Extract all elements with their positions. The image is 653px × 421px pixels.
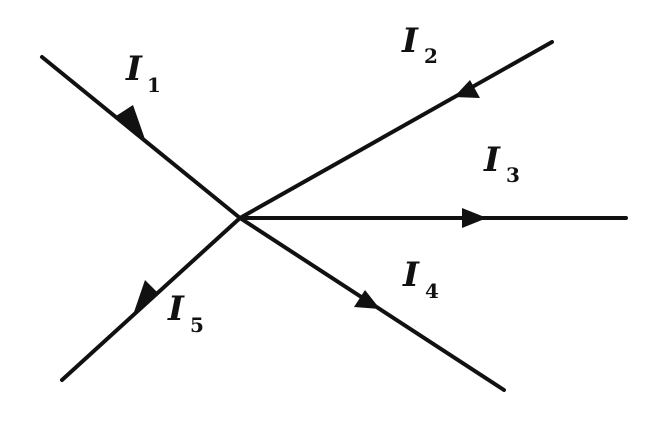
arrow-i3-icon bbox=[462, 208, 487, 228]
arrow-i2-icon bbox=[454, 80, 480, 98]
arrow-i5-icon bbox=[133, 280, 159, 315]
wire-i2 bbox=[238, 40, 554, 220]
arrow-i4-icon bbox=[354, 290, 380, 309]
wire-i5 bbox=[60, 216, 242, 382]
wire-i1 bbox=[40, 55, 242, 220]
arrow-i1-icon bbox=[116, 105, 147, 145]
wire-i3 bbox=[238, 208, 628, 228]
wire-i4 bbox=[238, 216, 506, 392]
